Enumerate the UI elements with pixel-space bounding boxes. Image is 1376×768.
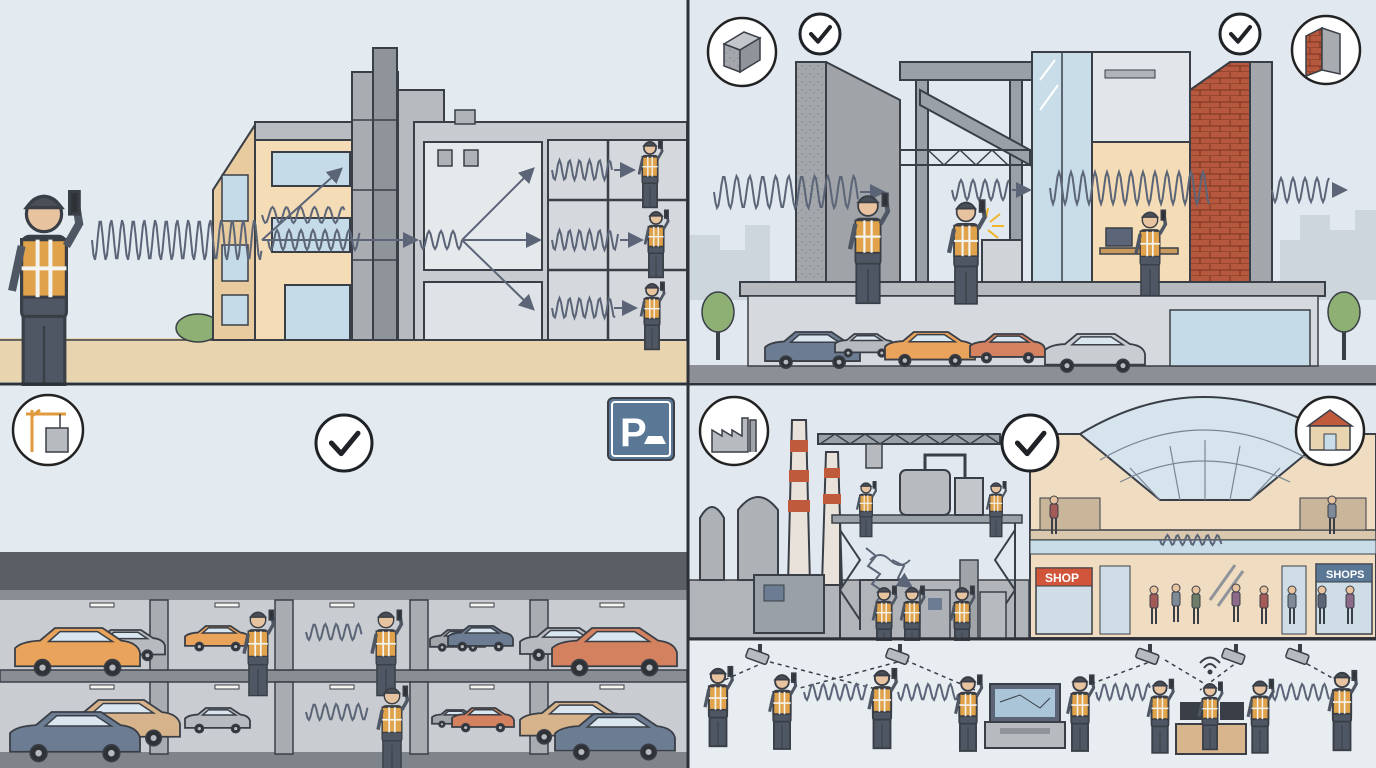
car-red-front (451, 707, 515, 733)
concrete-wall (795, 61, 901, 283)
security-guard-with-radio (1327, 669, 1358, 752)
radio-waves-mall (1159, 533, 1223, 547)
parking-sign-icon: P (607, 397, 675, 461)
control-console (984, 683, 1066, 749)
security-camera-icon (885, 644, 910, 666)
worker-with-radio (8, 189, 84, 389)
glass-wall (1031, 51, 1191, 283)
steel-frame (899, 61, 1041, 283)
car-orange (14, 627, 141, 677)
shopper (1317, 585, 1327, 624)
shop-sign-left: SHOP (1045, 571, 1079, 585)
panel-office-building (0, 0, 688, 389)
car-orange-front (184, 625, 251, 652)
security-guard (768, 672, 798, 750)
worker-floor-3 (637, 139, 664, 209)
security-guard-with-radio (1066, 674, 1096, 752)
trees (701, 291, 1361, 360)
worker-with-radio-level-2 (376, 685, 410, 768)
radio-wave (551, 295, 616, 321)
worker-floor-1 (639, 281, 666, 351)
car-red-orange (551, 627, 678, 677)
security-guard (954, 674, 984, 752)
security-camera-icon (1285, 644, 1310, 666)
construction-site-icon (11, 393, 85, 467)
ceiling-lights (89, 602, 625, 690)
shopper-upper (1327, 495, 1337, 534)
radio-waves-office (91, 157, 644, 321)
security-guard (1246, 678, 1275, 754)
shopper (1259, 585, 1269, 624)
security-camera-icon (745, 644, 770, 666)
factory-icon (698, 395, 770, 467)
car-grey-front (184, 707, 251, 734)
shop-sign-right: SHOPS (1326, 569, 1365, 581)
panel-factory-and-mall: SHOP SHOPS (688, 386, 1376, 655)
brick-wall (1189, 61, 1273, 283)
factory-worker-top (855, 481, 878, 538)
shopper (1149, 585, 1159, 624)
shopping-mall-icon (1294, 395, 1366, 467)
radio-waves-materials (713, 168, 1348, 211)
shopper (1191, 585, 1201, 624)
shopper (1171, 583, 1181, 622)
factory-worker-top (985, 481, 1008, 538)
car-red-orange (969, 333, 1046, 364)
shopping-mall: SHOP SHOPS (1029, 396, 1376, 639)
checkmark-icon (1218, 12, 1262, 56)
car-silver (1044, 333, 1146, 373)
wifi-signal-icon (1199, 656, 1221, 675)
parking-sign-letter: P (620, 411, 647, 455)
security-camera-icon (1221, 644, 1246, 666)
worker-with-radio-near-concrete (847, 192, 891, 305)
shopper-upper (1049, 495, 1059, 534)
security-operator (1197, 681, 1224, 751)
car-blue (554, 713, 676, 761)
panel-security-network (689, 641, 1376, 768)
concrete-block-icon (706, 16, 778, 88)
checkmark-icon (798, 12, 842, 56)
worker-near-car (242, 609, 276, 697)
radio-waves-garage (305, 622, 369, 722)
office-building-left (212, 121, 356, 341)
car-blue (764, 331, 861, 370)
brick-wall-icon (1290, 14, 1362, 86)
security-guard (1146, 678, 1175, 754)
security-guard-with-radio (867, 667, 898, 750)
radio-waves-security (803, 682, 1330, 702)
checkmark-icon (314, 413, 374, 473)
factory (688, 419, 1030, 639)
car-blue-front (447, 625, 514, 652)
panel-building-materials (689, 0, 1376, 382)
worker-floor-2 (643, 209, 670, 279)
shopper (1345, 585, 1355, 624)
security-guard-with-radio (703, 665, 734, 748)
welding-spark (985, 207, 1004, 239)
security-camera-icon (1135, 644, 1160, 666)
car-grey (834, 333, 896, 358)
shopper (1287, 585, 1297, 624)
checkmark-icon (1000, 413, 1060, 473)
office-worker-at-desk (1134, 209, 1168, 297)
welder-worker (946, 199, 987, 305)
panel-parking-garage: P (0, 386, 688, 768)
shopper (1231, 583, 1241, 622)
car-blue (9, 711, 141, 763)
